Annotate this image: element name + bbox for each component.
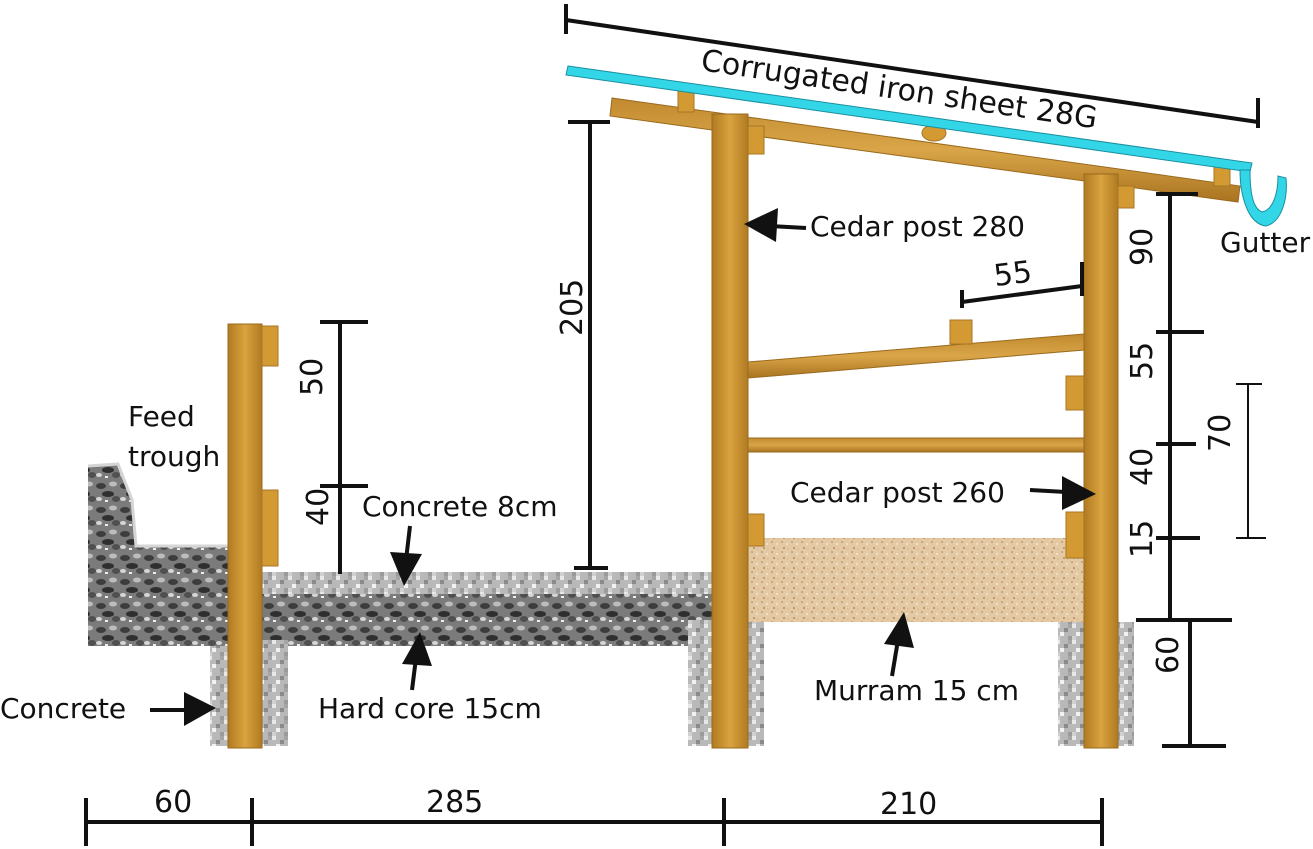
- mid-post-block-top: [747, 125, 765, 155]
- dim-bottom-285-label: 285: [426, 785, 483, 820]
- murram-label: Murram 15 cm: [814, 674, 1019, 707]
- dim-bottom-60-label: 60: [154, 785, 192, 820]
- trough-post-block-bottom: [261, 489, 279, 567]
- dim-roof-length: [564, 4, 1260, 128]
- dim-right-70-label: 70: [1203, 414, 1238, 452]
- dim-right-55-label: 55: [1125, 342, 1160, 380]
- dim-right-90-label: 90: [1125, 228, 1160, 266]
- arrow-concrete: [150, 692, 216, 726]
- dim-bottom-210-label: 210: [880, 787, 937, 822]
- concrete-label: Concrete: [0, 692, 126, 725]
- roof-rafter: [609, 97, 1241, 203]
- right-post-block-top: [1117, 185, 1135, 209]
- dim-footing-60-label: 60: [1151, 636, 1186, 674]
- dim-right-heights: [1136, 192, 1232, 748]
- gutter-icon: [1239, 169, 1287, 227]
- arrow-concrete-8cm: [390, 525, 422, 586]
- dim-post-height: [568, 120, 610, 570]
- feed-trough-label-line1: Feed: [128, 400, 195, 433]
- gutter-label: Gutter: [1220, 226, 1311, 259]
- trough-post-block-top: [261, 325, 279, 367]
- dim-trough-lower-label: 40: [301, 488, 336, 526]
- cedar-post-280: [711, 113, 749, 749]
- dim-trough-heights: [320, 320, 368, 574]
- concrete-8cm-label: Concrete 8cm: [362, 490, 558, 523]
- arrow-cedar-post-280: [744, 208, 807, 242]
- right-post-block-low: [1065, 511, 1085, 559]
- right-post-block-mid: [1065, 375, 1085, 411]
- cedar-post-280-label: Cedar post 280: [810, 210, 1025, 243]
- cedar-post-260-label: Cedar post 260: [790, 476, 1005, 509]
- arrow-hard-core: [402, 632, 432, 691]
- dim-bottom: [84, 798, 1104, 846]
- middle-rail: [747, 437, 1085, 453]
- arrow-murram: [884, 612, 914, 677]
- feed-trough: [87, 462, 232, 646]
- dim-rail-offset-label: 55: [992, 255, 1034, 294]
- trough-post: [227, 323, 263, 749]
- dim-right-15-label: 15: [1125, 520, 1160, 558]
- mid-post-block-bottom: [747, 513, 765, 547]
- murram-layer: [748, 538, 1084, 622]
- rail-block: [949, 319, 973, 345]
- upper-rail: [747, 333, 1085, 379]
- cedar-post-260: [1083, 173, 1119, 749]
- dim-trough-upper-label: 50: [295, 358, 330, 396]
- feed-trough-label-line2: trough: [128, 440, 220, 473]
- dim-right-40-label: 40: [1125, 448, 1160, 486]
- arrow-cedar-post-260: [1029, 476, 1096, 510]
- hard-core-label: Hard core 15cm: [318, 692, 542, 725]
- dim-post-height-label: 205: [555, 279, 590, 336]
- dim-70: [1236, 383, 1266, 539]
- dim-rail-offset: [960, 262, 1084, 308]
- concrete-slab: [210, 572, 764, 746]
